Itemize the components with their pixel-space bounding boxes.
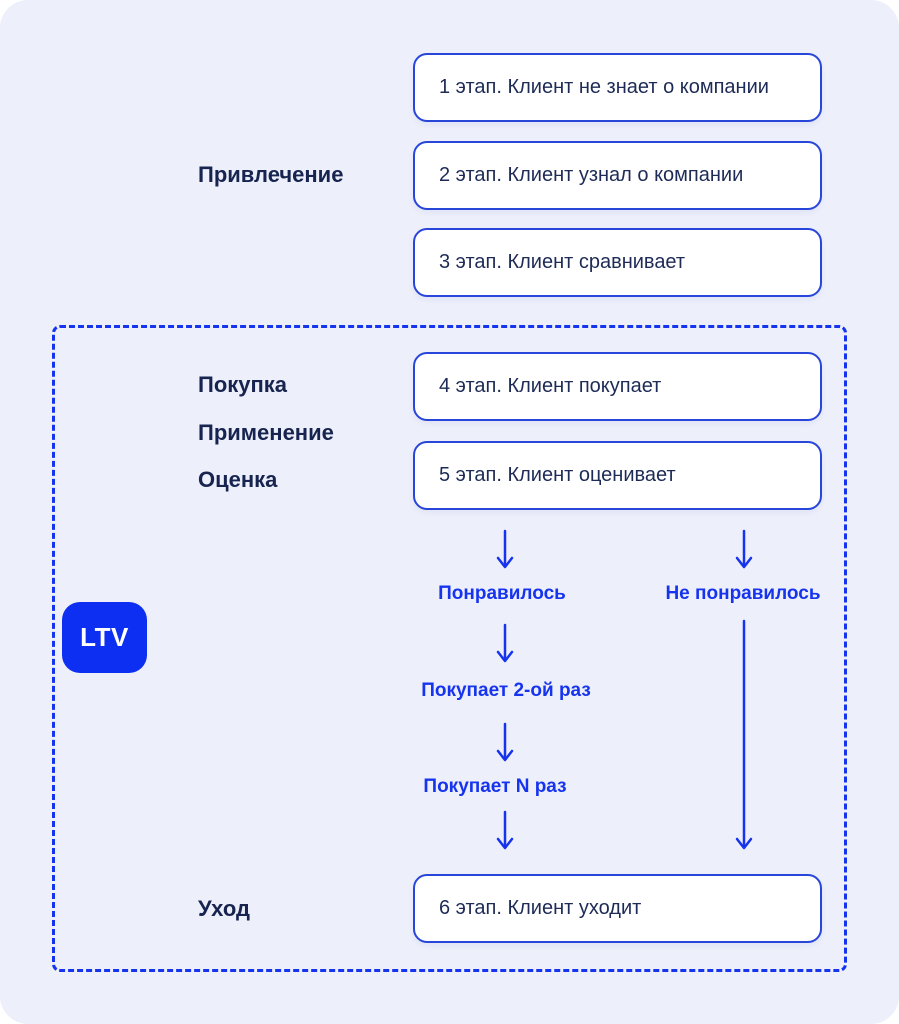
attraction-section-label: Привлечение [198,162,344,187]
flow-label-buys-n: Покупает N раз [423,776,567,797]
flow-label-buys-second: Покупает 2-ой раз [421,680,591,701]
stage-box-6: 6 этап. Клиент уходит [413,874,822,943]
churn-section-label: Уход [198,896,250,921]
flow-label-liked: Понравилось [438,583,566,604]
ltv-dashed-region [52,325,847,972]
purchase-section-label: Покупка [198,372,288,397]
stage-box-5: 5 этап. Клиент оценивает [413,441,822,510]
stage-box-2: 2 этап. Клиент узнал о компании [413,141,822,210]
ltv-badge-label: LTV [80,622,129,652]
stage-box-1: 1 этап. Клиент не знает о компании [413,53,822,122]
stage-box-3: 3 этап. Клиент сравнивает [413,228,822,297]
ltv-badge: LTV [62,602,147,673]
stage-box-4: 4 этап. Клиент покупает [413,352,822,421]
apply-section-label: Применение [198,420,334,445]
evaluate-section-label: Оценка [198,467,278,492]
flow-label-disliked: Не понравилось [665,583,821,604]
